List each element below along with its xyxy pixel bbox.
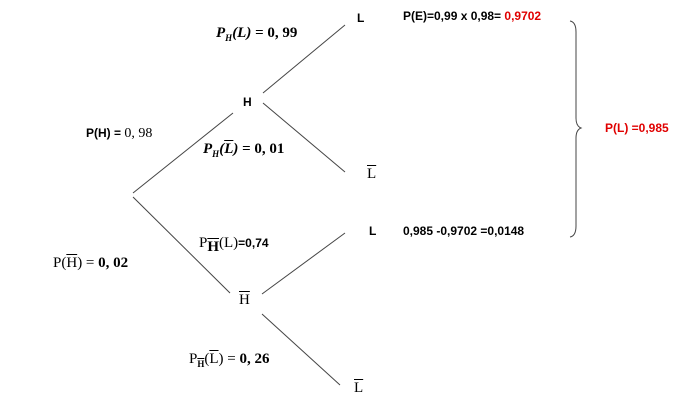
curly-brace (569, 20, 583, 238)
label-ph-l: PH(L) = 0, 99 (216, 25, 298, 43)
label-phbar-l: PH(L)=0,74 (199, 235, 269, 256)
node-lbar-bottom: L (354, 380, 364, 396)
branch-root-h (132, 112, 234, 194)
result-pe-value: 0,9702 (504, 9, 542, 23)
label-p-hbar: P(H) = 0, 02 (53, 255, 129, 271)
label-phbar-lbar: PH(L) = 0, 26 (189, 351, 270, 369)
node-l-top: L (357, 11, 365, 25)
result-difference: 0,985 -0,9702 =0,0148 (403, 224, 525, 238)
node-lbar-top: L (367, 166, 377, 182)
branch-h-lbar (262, 102, 346, 173)
node-h-bar: H (239, 292, 250, 308)
node-h: H (243, 95, 252, 109)
node-l-bottom: L (369, 224, 377, 238)
label-p-h: P(H) = 0, 98 (86, 126, 153, 141)
label-ph-lbar: PH(L) = 0, 01 (203, 141, 285, 159)
result-pl: P(L) =0,985 (605, 121, 669, 135)
result-pe: P(E)=0,99 x 0,98= 0,9702 (403, 9, 542, 23)
branch-root-hbar (132, 196, 231, 294)
branch-h-l (262, 24, 346, 94)
branch-hbar-l (261, 232, 346, 295)
branch-hbar-lbar (261, 313, 341, 386)
